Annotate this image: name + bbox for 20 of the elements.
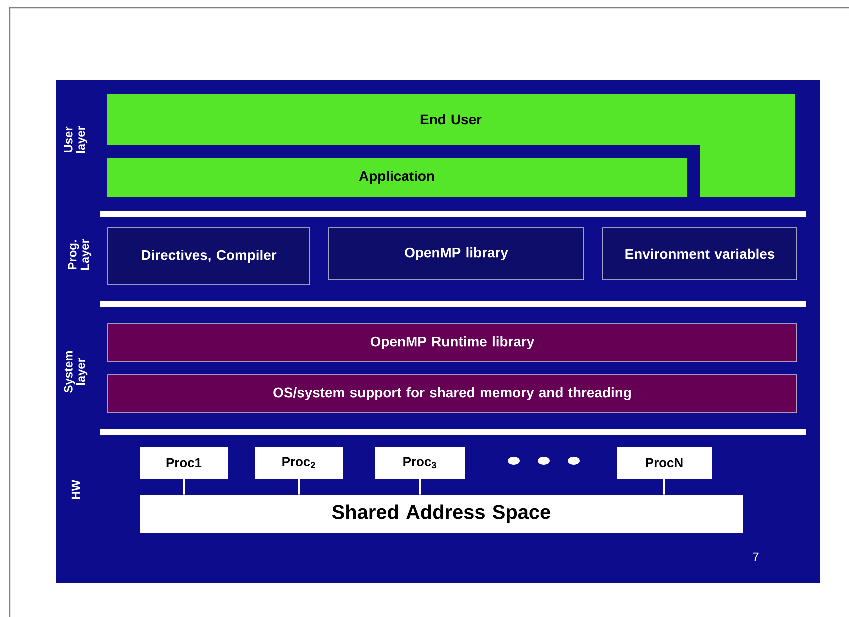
component-box: Environment variables: [602, 228, 798, 280]
connector-line: [183, 479, 185, 495]
layer-box: OpenMP Runtime library: [108, 324, 798, 362]
layer-label: User layer: [64, 126, 88, 154]
connector-line: [664, 479, 666, 495]
processor-box: Proc$_{3}$: [375, 446, 465, 479]
processor-box: ProcN: [617, 446, 712, 479]
memory-box: Shared Address Space: [140, 494, 743, 533]
connector-line: [419, 479, 421, 495]
connector-line: [298, 479, 300, 495]
processor-box: Proc1: [140, 446, 228, 479]
component-box: Directives, Compiler: [108, 228, 310, 286]
component-box: OpenMP library: [328, 228, 584, 280]
layer-box: OS/system support for shared memory and threading: [108, 374, 798, 414]
processor-box: Proc$_{2}$: [255, 446, 343, 479]
layer-box: Application: [107, 158, 687, 197]
layer-label: Prog. Layer: [68, 239, 92, 270]
page-number: 7: [753, 552, 759, 562]
layer-label: System layer: [64, 351, 88, 393]
layer-label: HW: [72, 480, 80, 500]
